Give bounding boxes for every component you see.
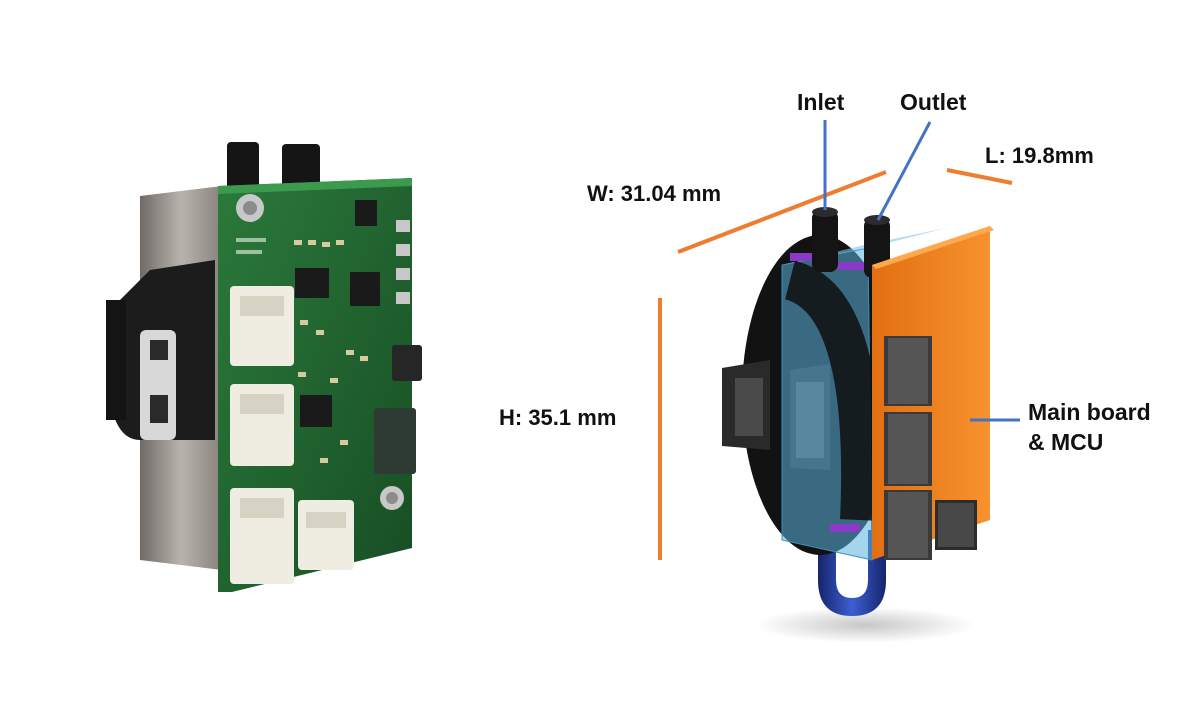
inlet-label: Inlet xyxy=(797,89,845,115)
board-components xyxy=(884,336,977,560)
connector-group xyxy=(230,286,354,584)
chip-3 xyxy=(355,200,377,226)
width-label: W: 31.04 mm xyxy=(587,181,722,206)
main-board-label-line2: & MCU xyxy=(1028,428,1104,455)
clip-top-left xyxy=(790,253,820,261)
inductor-large xyxy=(374,408,416,474)
chip-4 xyxy=(300,395,332,427)
chip-2 xyxy=(350,272,380,306)
width-dimension-line xyxy=(677,170,887,254)
housing-arc xyxy=(783,260,882,521)
inductor-small xyxy=(392,345,422,381)
clip-top-right xyxy=(838,262,872,270)
outlet-leader xyxy=(876,121,932,221)
main-board-label: Main board & MCU xyxy=(1028,398,1151,458)
nozzle-outlet xyxy=(282,144,320,194)
clip-bottom xyxy=(830,524,860,532)
length-dimension-line xyxy=(946,168,1013,185)
nozzle-inlet xyxy=(227,142,259,194)
length-label: L: 19.8mm xyxy=(985,143,1094,168)
pump-module-pcb-photo xyxy=(106,142,422,592)
nozzle-inlet-3d xyxy=(812,210,838,272)
chip-1 xyxy=(295,268,329,298)
outlet-label: Outlet xyxy=(900,89,967,115)
main-board-label-line1: Main board xyxy=(1028,399,1151,425)
height-label: H: 35.1 mm xyxy=(499,405,617,430)
